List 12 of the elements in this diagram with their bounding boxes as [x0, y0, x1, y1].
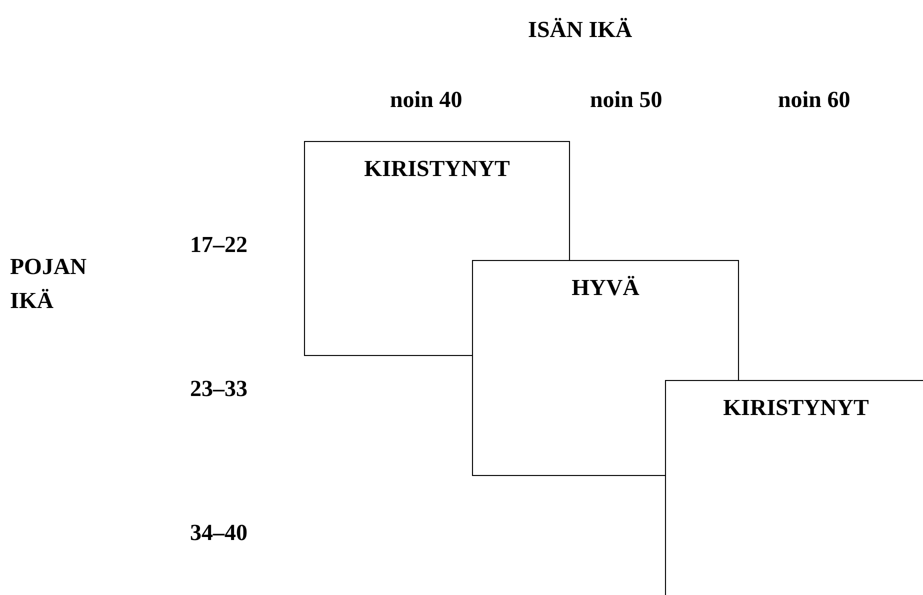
matrix-box [665, 380, 923, 595]
column-label: noin 40 [390, 86, 462, 114]
axis-title: ISÄN IKÄ [528, 16, 632, 44]
row-label: 23–33 [190, 375, 248, 403]
column-label: noin 50 [590, 86, 662, 114]
column-label: noin 60 [778, 86, 850, 114]
row-label: 17–22 [190, 231, 248, 259]
box-label: HYVÄ [570, 275, 640, 301]
box-label: KIRISTYNYT [363, 156, 511, 182]
axis-title: POJAN IKÄ [10, 253, 88, 315]
box-label: KIRISTYNYT [722, 395, 870, 421]
row-label: 34–40 [190, 519, 248, 547]
